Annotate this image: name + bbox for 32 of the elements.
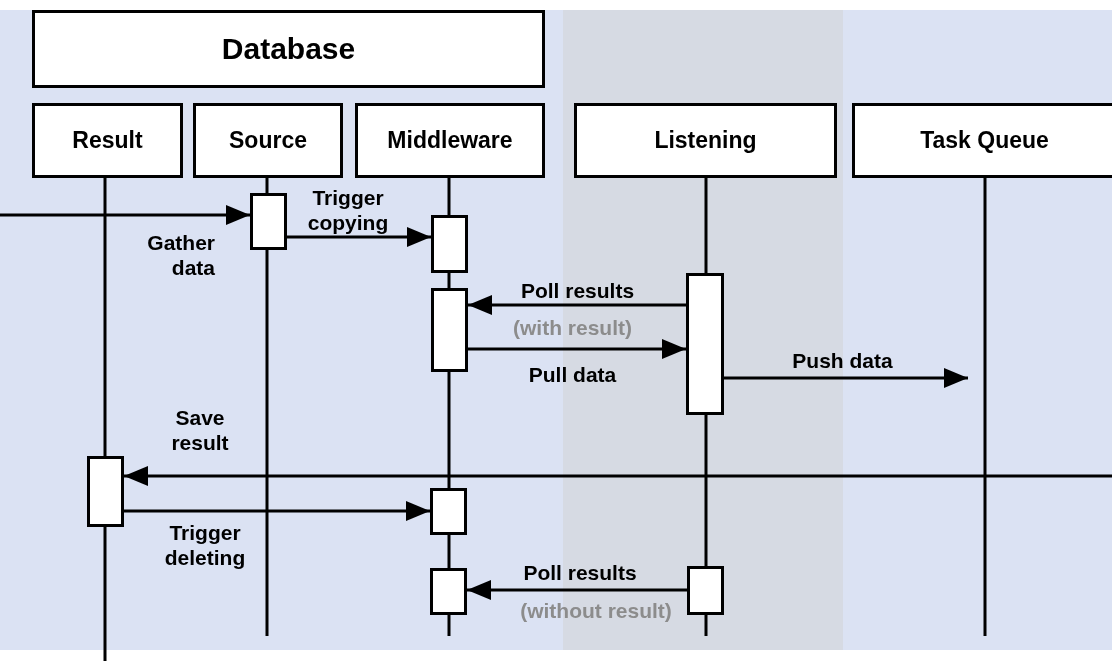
lifeline-header: Result [32,103,183,178]
arrow [287,227,431,247]
edge-label: Poll results [522,560,638,585]
edge-label: Poll results [519,278,636,303]
database-header: Database [32,10,545,88]
activation-bar [687,566,724,615]
arrow [124,501,430,521]
edge-label: Trigger copying [306,185,390,235]
arrow [0,205,250,225]
activation-bar [431,215,468,273]
arrow [724,368,968,388]
edge-label: Save result [170,405,230,455]
arrow [467,580,687,600]
edge-label: Push data [791,348,894,373]
edge-label: Gather data [146,230,215,280]
arrow [124,466,1112,486]
activation-bar [686,273,724,415]
activation-bar [87,456,124,527]
annotation-text: (without result) [519,598,673,623]
annotation-text: (with result) [512,315,633,340]
edge-label: Pull data [527,362,618,387]
activation-bar [431,288,468,372]
lifeline-header: Listening [574,103,837,178]
arrow [468,339,686,359]
edge-label: Trigger deleting [163,520,247,570]
activation-bar [430,488,467,535]
activation-bar [250,193,287,250]
activation-bar [430,568,467,615]
lifeline-header: Task Queue [852,103,1112,178]
lifeline-header: Source [193,103,343,178]
lifeline-header: Middleware [355,103,545,178]
arrow [468,295,686,315]
